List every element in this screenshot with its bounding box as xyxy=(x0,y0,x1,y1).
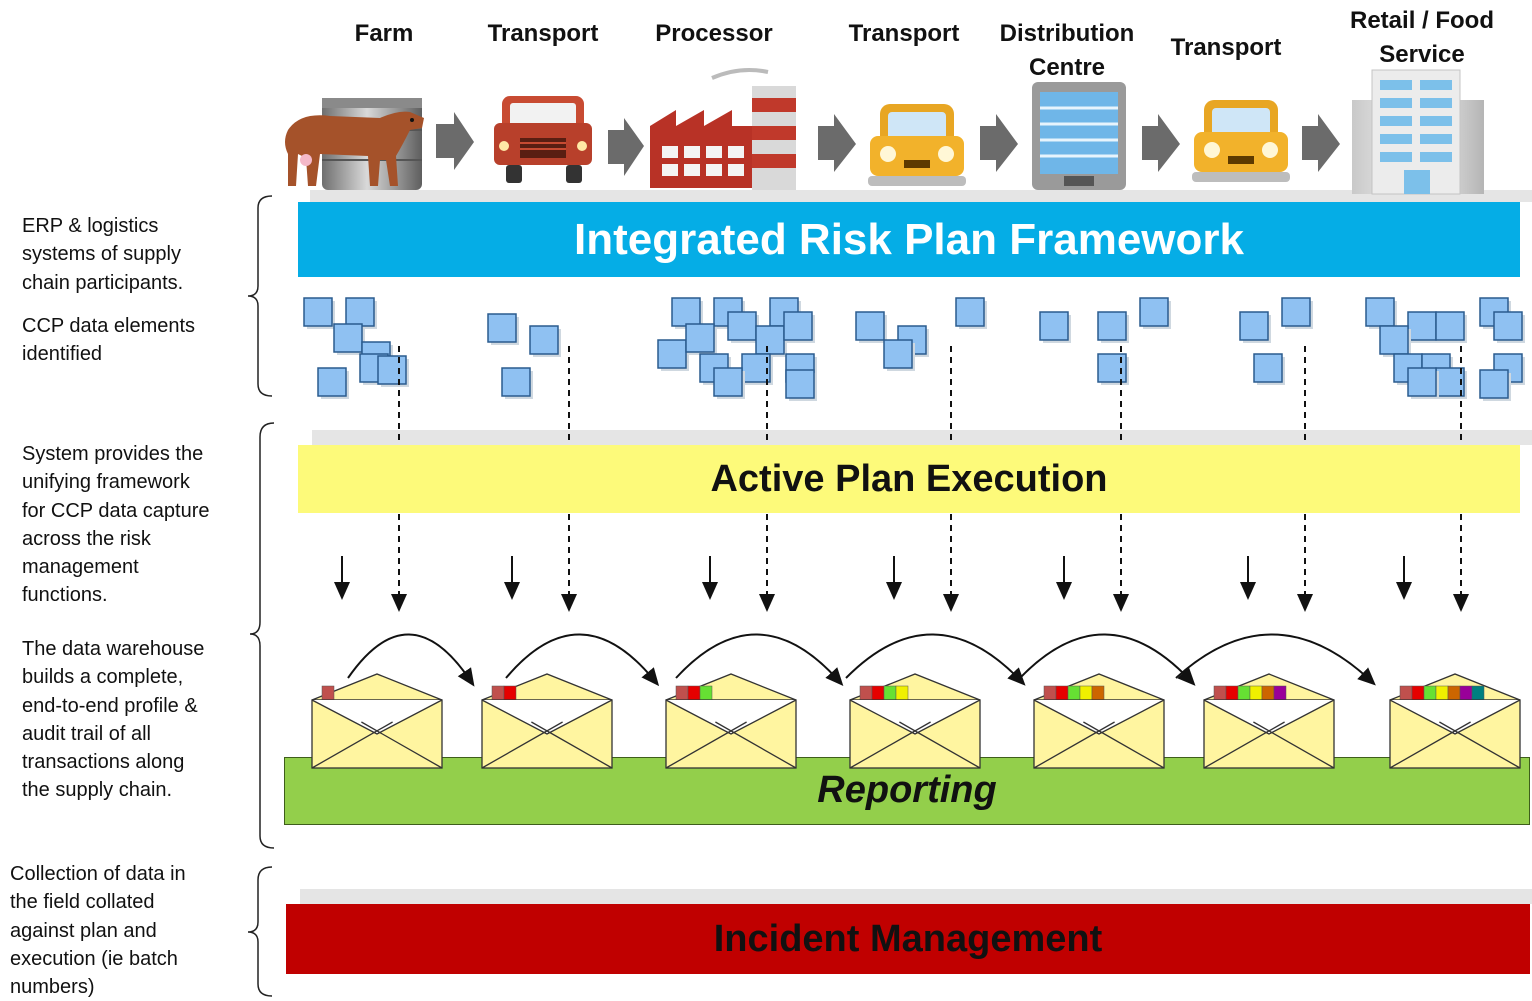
ccp-data-element-square xyxy=(1139,297,1169,327)
curved-arrow xyxy=(1019,633,1196,686)
flow-arrow-icon xyxy=(608,118,644,176)
ccp-data-element-square xyxy=(1479,369,1509,399)
ccp-data-element-square xyxy=(713,367,743,397)
flow-arrow-icon xyxy=(1302,114,1340,172)
dashed-connectors xyxy=(391,346,1469,612)
report-envelope xyxy=(311,673,443,769)
report-envelope xyxy=(665,673,797,769)
flow-arrow-icon xyxy=(980,114,1018,172)
brace-system-warehouse xyxy=(249,422,275,849)
ccp-data-element-square xyxy=(529,325,559,355)
brace-collection xyxy=(247,866,273,997)
warehouse-icon xyxy=(1032,82,1126,190)
office-building-icon xyxy=(1352,69,1484,195)
ccp-data-element-square xyxy=(333,323,363,353)
side-note-ccp: CCP data elements identified xyxy=(22,315,196,366)
ccp-data-element-square xyxy=(671,297,701,327)
ccp-data-element-square xyxy=(883,339,913,369)
ccp-data-element-square xyxy=(955,297,985,327)
report-envelope xyxy=(1389,673,1521,769)
ccp-data-element-square xyxy=(727,311,757,341)
ccp-data-element-square xyxy=(783,311,813,341)
ccp-data-element-square xyxy=(755,325,785,355)
active-plan-execution-title: Active Plan Execution xyxy=(710,457,1108,500)
flow-arrow-icon xyxy=(1142,114,1180,172)
factory-icon xyxy=(650,68,796,190)
curved-arrow xyxy=(505,633,660,687)
side-note-system: System provides the unifying framework f… xyxy=(22,443,210,607)
curved-arrow xyxy=(1175,633,1376,686)
ccp-data-element-square xyxy=(1407,367,1437,397)
stage-label-retail: Retail / Food Service xyxy=(1350,7,1494,68)
ccp-data-element-square xyxy=(1435,367,1465,397)
report-envelope xyxy=(481,673,613,769)
side-note-erp: ERP & logistics systems of supply chain … xyxy=(22,215,184,294)
ccp-data-element-square xyxy=(855,311,885,341)
incident-management-title: Incident Management xyxy=(713,917,1103,960)
red-truck-icon xyxy=(494,96,592,183)
ccp-data-element-square xyxy=(1379,325,1409,355)
incident-management-band: Incident Management xyxy=(286,904,1530,974)
ccp-data-element-square xyxy=(303,297,333,327)
report-envelope xyxy=(1203,673,1335,769)
curved-flow-arrows xyxy=(347,633,1376,687)
integrated-risk-plan-title: Integrated Risk Plan Framework xyxy=(574,214,1244,264)
ccp-data-element-square xyxy=(1097,311,1127,341)
solid-down-arrows xyxy=(334,556,1412,600)
ccp-data-element-square xyxy=(741,353,771,383)
ccp-data-element-square xyxy=(501,367,531,397)
report-envelope xyxy=(849,673,981,769)
incident-band-shadow xyxy=(300,889,1532,904)
stage-flow-arrows xyxy=(436,112,1340,176)
ccp-data-element-square xyxy=(1365,297,1395,327)
brace-erp-ccp xyxy=(247,195,273,397)
ccp-data-element-square xyxy=(1493,311,1523,341)
yellow-car-icon xyxy=(1192,100,1290,182)
ccp-data-element-square xyxy=(345,297,375,327)
side-note-collection: Collection of data in the field collated… xyxy=(10,863,186,999)
ccp-data-element-square xyxy=(377,355,407,385)
yellow-car-icon xyxy=(868,104,966,186)
side-note-warehouse: The data warehouse builds a complete, en… xyxy=(22,638,205,802)
ccp-data-element-square xyxy=(1239,311,1269,341)
ccp-data-element-square xyxy=(785,369,815,399)
active-band-shadow xyxy=(312,430,1532,445)
integrated-risk-plan-band: Integrated Risk Plan Framework xyxy=(298,202,1520,277)
curved-arrow xyxy=(347,633,475,687)
cow-and-silo-icon xyxy=(285,98,424,190)
flow-arrow-icon xyxy=(818,114,856,172)
ccp-data-element-square xyxy=(657,339,687,369)
ccp-data-element-square xyxy=(1435,311,1465,341)
stage-label-transport-2: Transport xyxy=(848,20,960,47)
stage-label-transport-1: Transport xyxy=(487,20,599,47)
reporting-title: Reporting xyxy=(817,769,997,811)
stage-label-farm: Farm xyxy=(354,20,414,47)
stage-label-distribution: Distribution Centre xyxy=(999,20,1135,81)
stage-label-transport-3: Transport xyxy=(1170,34,1282,61)
ccp-data-element-square xyxy=(1281,297,1311,327)
report-envelopes xyxy=(311,673,1521,769)
stage-label-processor: Processor xyxy=(655,20,773,47)
ccp-data-element-square xyxy=(685,323,715,353)
ccp-data-element-square xyxy=(1407,311,1437,341)
integrated-band-shadow xyxy=(310,190,1532,202)
ccp-data-elements xyxy=(303,297,1525,401)
ccp-data-element-square xyxy=(317,367,347,397)
ccp-data-element-square xyxy=(1039,311,1069,341)
ccp-data-element-square xyxy=(1253,353,1283,383)
flow-arrow-icon xyxy=(436,112,474,170)
curved-arrow xyxy=(675,633,844,686)
curved-arrow xyxy=(845,633,1026,686)
report-envelope xyxy=(1033,673,1165,769)
ccp-data-element-square xyxy=(487,313,517,343)
active-plan-execution-band: Active Plan Execution xyxy=(298,445,1520,513)
